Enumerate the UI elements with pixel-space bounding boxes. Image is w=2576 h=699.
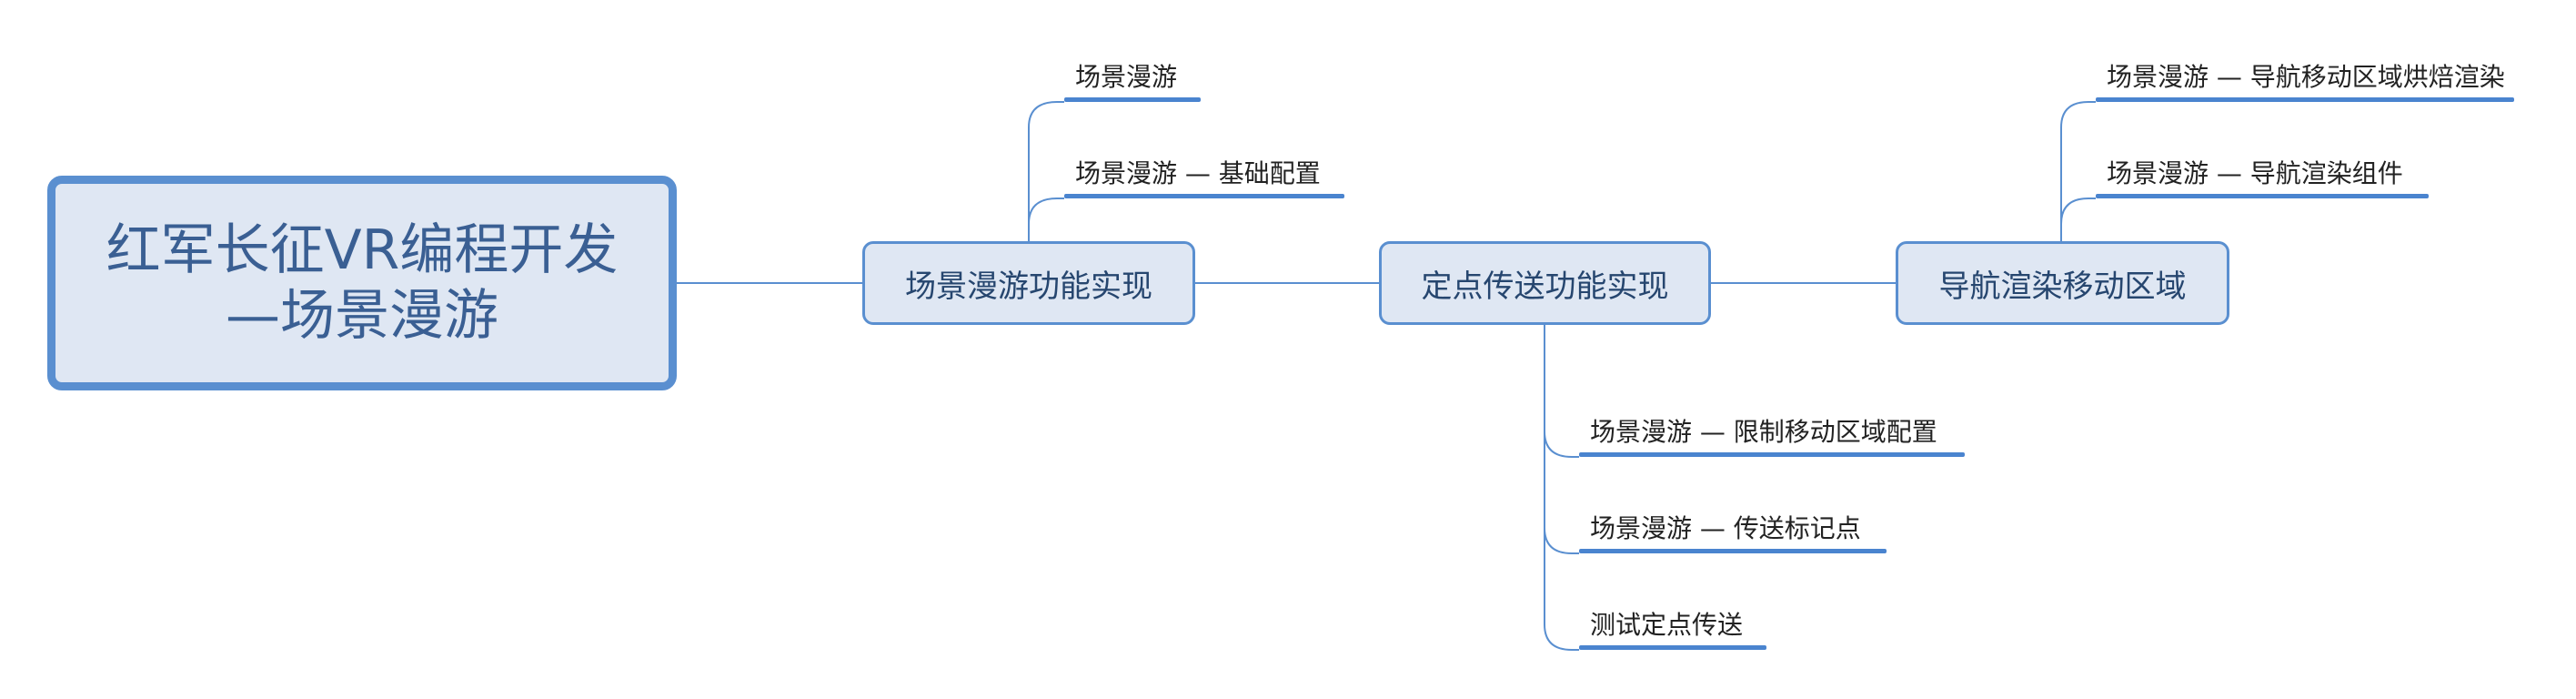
topic-scene-roaming[interactable]: 场景漫游功能实现: [862, 241, 1195, 325]
connector-teleport-child-1: [1544, 325, 1579, 458]
connector-teleport-child-3: [1544, 325, 1579, 651]
central-topic[interactable]: 红军长征VR编程开发 —场景漫游: [47, 176, 677, 390]
subtopic-label: 场景漫游 — 导航移动区域烘焙渲染: [2107, 62, 2505, 92]
topic-label: 导航渲染移动区域: [1938, 268, 2187, 305]
subtopic-nav-area-1[interactable]: 场景漫游 — 导航移动区域烘焙渲染: [2096, 54, 2514, 102]
subtopic-underline: [1579, 645, 1766, 650]
subtopic-underline: [2096, 194, 2429, 198]
subtopic-teleport-1[interactable]: 场景漫游 — 限制移动区域配置: [1579, 409, 1965, 457]
subtopic-teleport-3[interactable]: 测试定点传送: [1579, 602, 1766, 650]
connector-teleport-child-2: [1544, 325, 1579, 554]
connector-scene-child-2: [1028, 198, 1064, 241]
subtopic-underline: [1579, 549, 1887, 553]
topic-label: 定点传送功能实现: [1421, 268, 1669, 305]
subtopic-underline: [2096, 97, 2514, 102]
subtopic-underline: [1064, 194, 1344, 198]
subtopic-label: 场景漫游 — 导航渲染组件: [2107, 158, 2403, 188]
topic-teleport[interactable]: 定点传送功能实现: [1379, 241, 1711, 325]
topic-nav-area[interactable]: 导航渲染移动区域: [1896, 241, 2229, 325]
subtopic-underline: [1579, 452, 1965, 457]
topic-label: 场景漫游功能实现: [905, 268, 1152, 305]
subtopic-label: 场景漫游 — 基础配置: [1075, 158, 1321, 188]
subtopic-scene-roaming-2[interactable]: 场景漫游 — 基础配置: [1064, 150, 1344, 198]
connector-nav-child-2: [2060, 198, 2096, 241]
subtopic-label: 测试定点传送: [1590, 610, 1744, 640]
subtopic-label: 场景漫游: [1075, 62, 1178, 92]
subtopic-nav-area-2[interactable]: 场景漫游 — 导航渲染组件: [2096, 150, 2429, 198]
subtopic-label: 场景漫游 — 传送标记点: [1590, 513, 1861, 543]
connector-scene-child-1: [1028, 101, 1064, 241]
subtopic-label: 场景漫游 — 限制移动区域配置: [1590, 417, 1937, 447]
subtopic-teleport-2[interactable]: 场景漫游 — 传送标记点: [1579, 505, 1887, 553]
central-topic-subtitle: —场景漫游: [226, 284, 498, 348]
connector-nav-child-1: [2060, 101, 2096, 241]
subtopic-scene-roaming-1[interactable]: 场景漫游: [1064, 54, 1201, 102]
subtopic-underline: [1064, 97, 1201, 102]
central-topic-title: 红军长征VR编程开发: [106, 218, 619, 282]
